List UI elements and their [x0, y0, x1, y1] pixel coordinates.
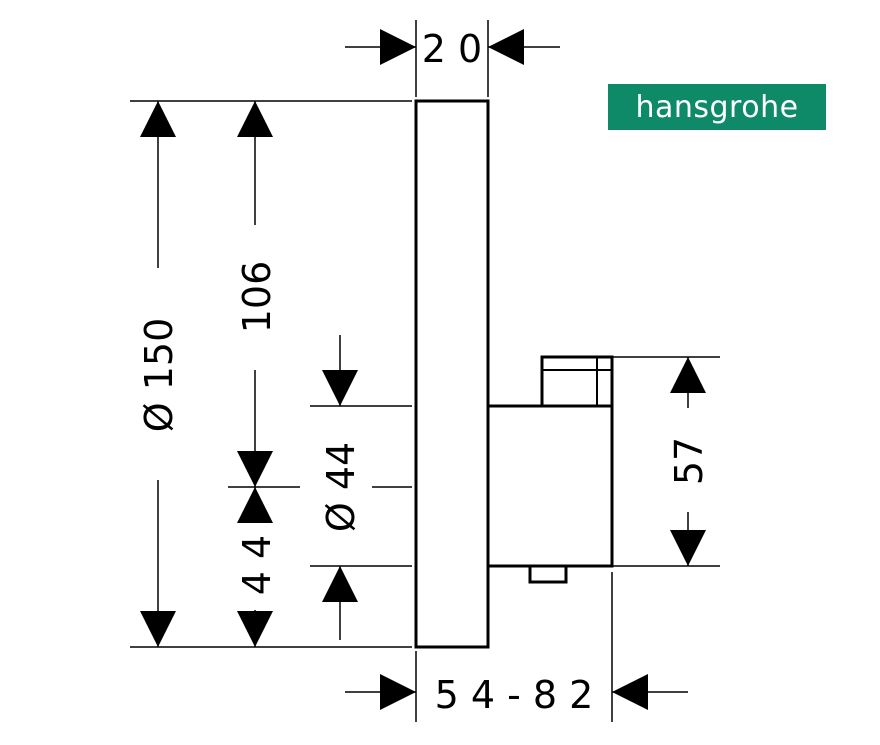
label-spindle-diameter: Ø 44 [319, 442, 363, 532]
label-body-height: 57 [667, 437, 711, 485]
label-installation-depth: 5 4 - 8 2 [435, 673, 594, 717]
label-inner-height: 106 [235, 261, 279, 334]
bottom-nub [528, 564, 568, 584]
product-outline [414, 99, 614, 649]
hansgrohe-logo: hansgrohe [608, 84, 826, 130]
label-outer-diameter: Ø 150 [137, 318, 181, 433]
top-cap [540, 355, 614, 408]
label-top-depth: 2 0 [422, 27, 482, 71]
label-lower-offset: 4 4 [235, 535, 279, 595]
dimension-lines [140, 29, 706, 710]
thermostat-body [488, 404, 614, 568]
cover-plate [414, 99, 490, 649]
